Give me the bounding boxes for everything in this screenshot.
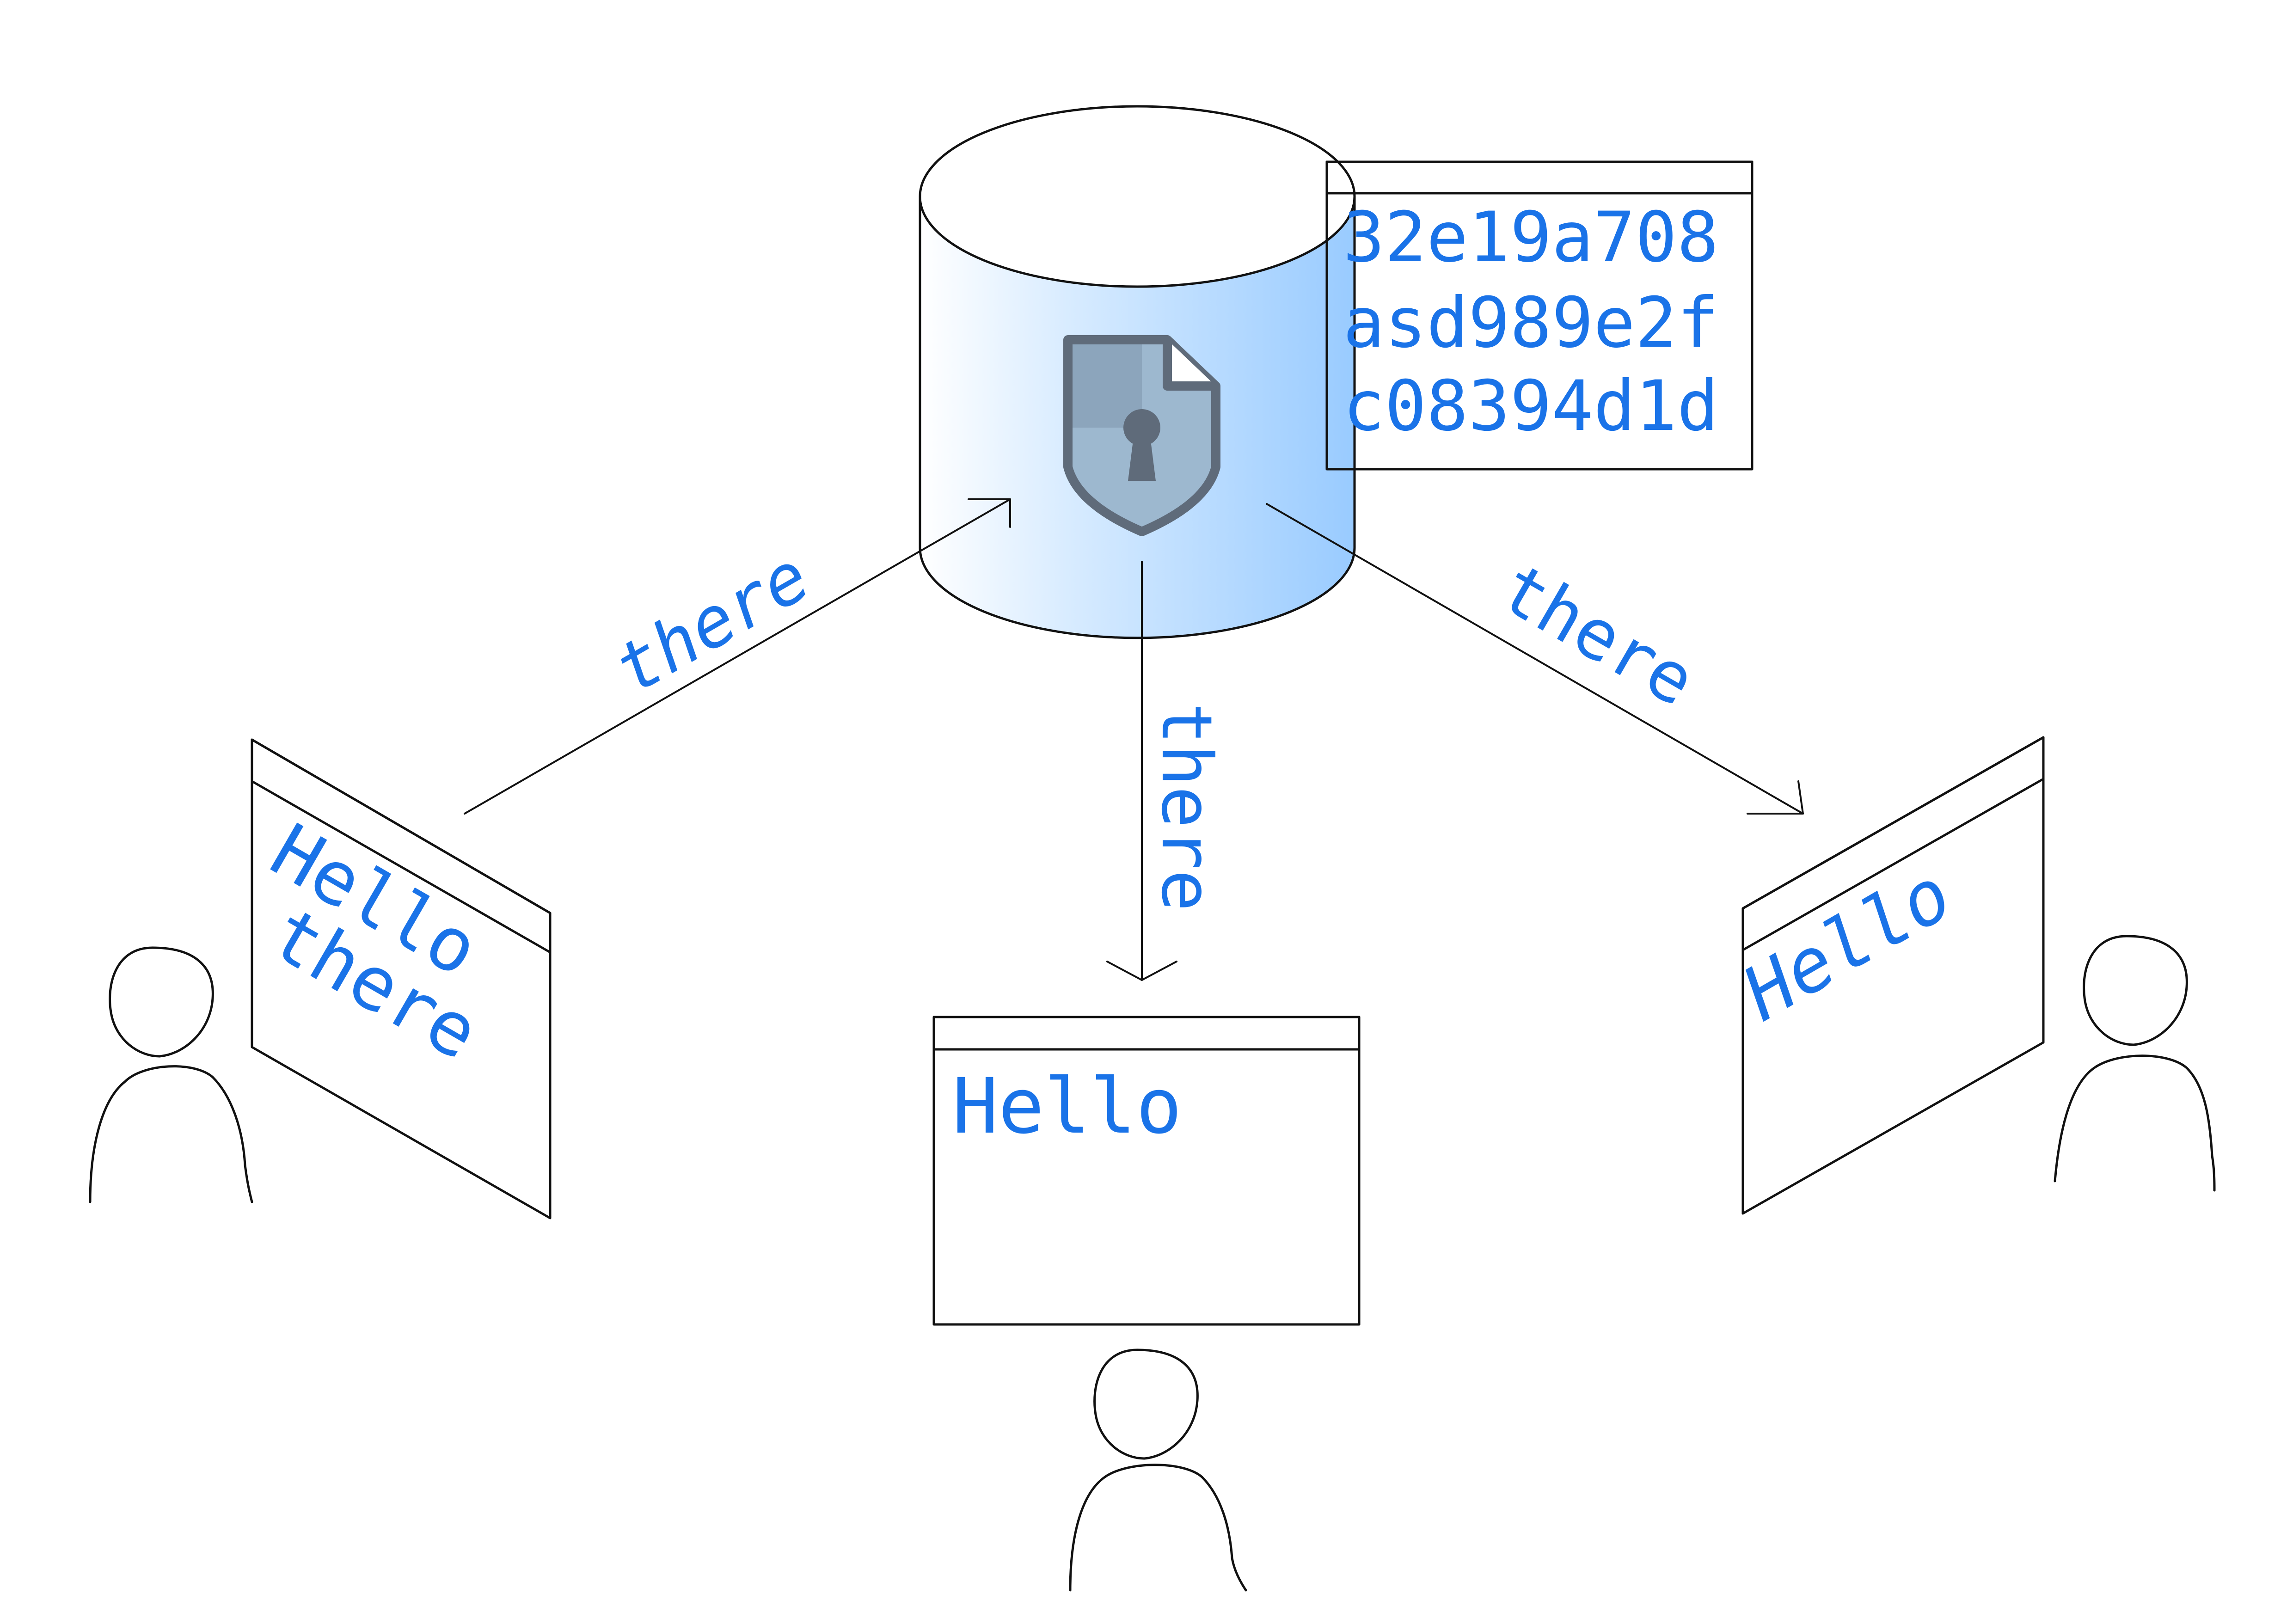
user-left-icon [89, 946, 253, 1203]
hash-line-3: c08394d1d [1343, 366, 1719, 447]
hash-panel: 32e19a708 asd989e2f c08394d1d [1325, 160, 1753, 471]
hash-line-2: asd989e2f [1343, 283, 1719, 363]
center-window-line-1: Hello [952, 1062, 1182, 1151]
arrow-left-label: there [601, 536, 822, 710]
left-window: Hello there [251, 738, 552, 1220]
user-center-icon [1069, 1348, 1247, 1592]
shield-lock-document-icon [1063, 335, 1220, 536]
right-window: Hello [1729, 736, 2045, 1215]
center-window: Hello [932, 1016, 1361, 1326]
right-window-line-1: Hello [1729, 851, 1965, 1037]
arrow-left-to-database: there [464, 498, 1011, 815]
arrow-database-to-right: there [1266, 503, 1804, 815]
hash-line-1: 32e19a708 [1343, 197, 1719, 278]
arrow-center-label: there [1146, 703, 1226, 912]
user-right-icon [2054, 935, 2216, 1192]
arrow-database-to-center: there [1106, 561, 1226, 981]
